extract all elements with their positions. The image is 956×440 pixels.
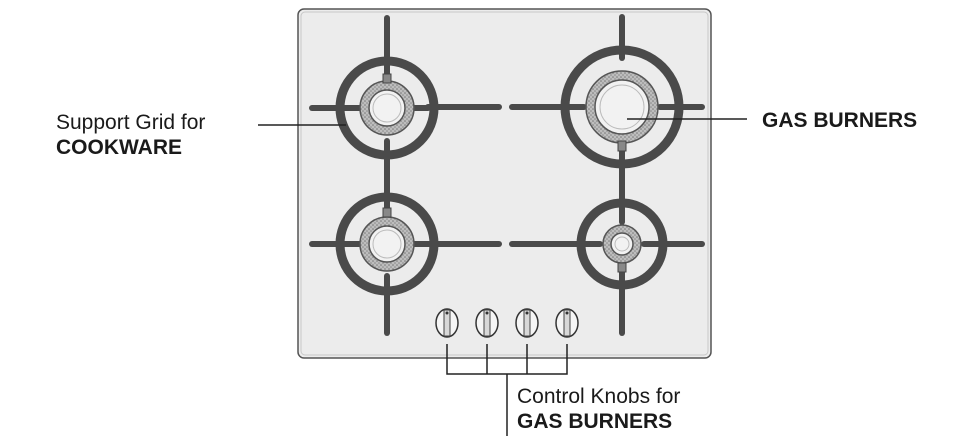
control-knobs bbox=[435, 308, 579, 338]
control-knob[interactable] bbox=[475, 308, 499, 338]
control-knobs-label-line1: Control Knobs for bbox=[517, 385, 681, 408]
control-knobs-label-line2: GAS BURNERS bbox=[517, 410, 673, 433]
support-grid-label: Support Grid for COOKWARE bbox=[56, 110, 205, 160]
control-knob[interactable] bbox=[555, 308, 579, 338]
support-grid-top-right bbox=[559, 14, 705, 198]
gas-burner-top-right bbox=[585, 70, 659, 152]
support-grid-bottom-left bbox=[309, 181, 439, 336]
control-knob[interactable] bbox=[435, 308, 459, 338]
support-grid-label-line2: COOKWARE bbox=[56, 136, 182, 159]
control-knobs-label: Control Knobs for GAS BURNERS bbox=[517, 384, 680, 434]
gas-burner-bottom-left bbox=[359, 207, 415, 272]
gas-burners-label: GAS BURNERS bbox=[762, 109, 918, 132]
gas-burner-bottom-right bbox=[602, 224, 642, 273]
leader-lines bbox=[258, 118, 747, 436]
support-grid-bottom-right bbox=[572, 181, 705, 336]
control-knob[interactable] bbox=[515, 308, 539, 338]
support-grid-bridge bbox=[425, 104, 578, 247]
support-grid-label-line1: Support Grid for bbox=[56, 111, 206, 134]
gas-burner-top-left bbox=[359, 73, 415, 136]
leader-control-knobs bbox=[446, 344, 568, 436]
support-grid-top-left bbox=[309, 15, 439, 199]
